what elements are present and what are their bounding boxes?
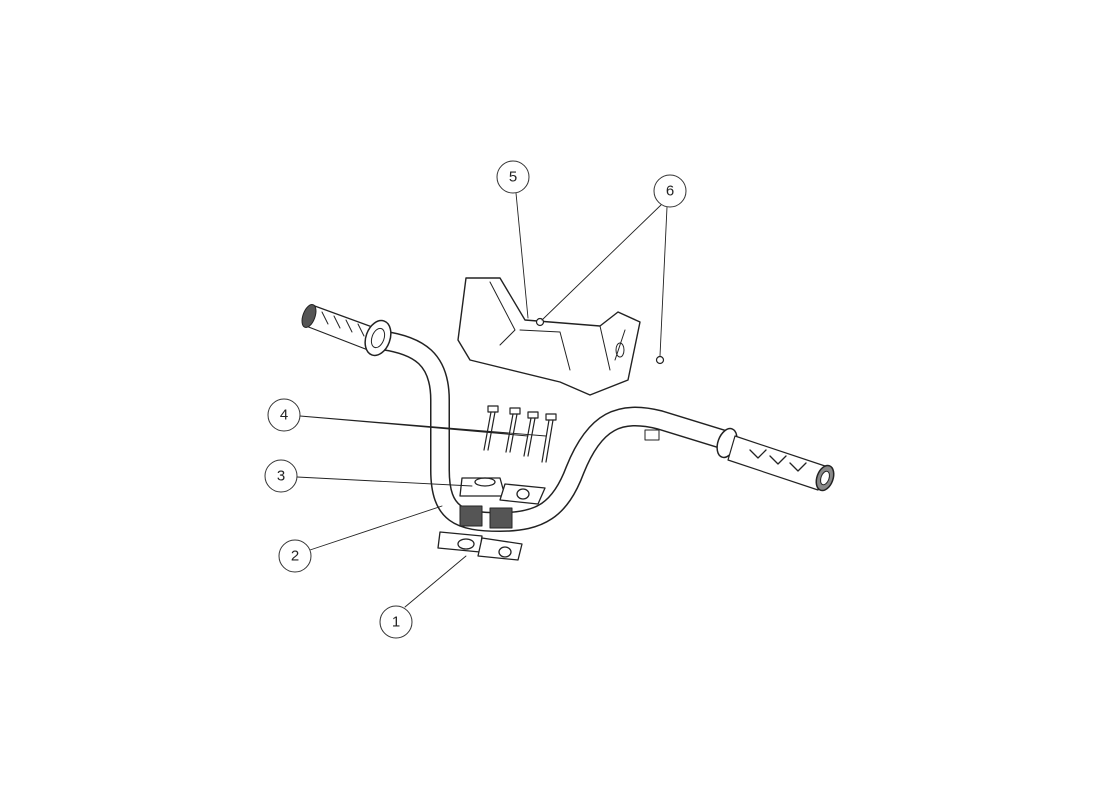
callout-6-label: 6 bbox=[666, 183, 674, 200]
callout-2-label: 2 bbox=[291, 548, 299, 565]
callout-3-label: 3 bbox=[277, 468, 285, 485]
upper-clamp bbox=[459, 477, 546, 505]
callout-4-label: 4 bbox=[280, 407, 288, 424]
callout-labels: 1 2 3 4 5 6 bbox=[264, 160, 687, 639]
leader-lines bbox=[296, 192, 668, 608]
right-grip bbox=[644, 427, 835, 492]
handlebar-cover bbox=[457, 277, 641, 396]
callout-6: 6 bbox=[653, 174, 687, 208]
callout-5: 5 bbox=[496, 160, 530, 194]
callout-5-label: 5 bbox=[509, 169, 517, 186]
callout-2: 2 bbox=[278, 539, 312, 573]
lower-clamp bbox=[437, 531, 523, 561]
bolts bbox=[483, 405, 557, 463]
callout-1-label: 1 bbox=[392, 614, 400, 631]
callout-1: 1 bbox=[379, 605, 413, 639]
screws bbox=[535, 317, 665, 365]
knurled-clamp-area bbox=[459, 505, 513, 529]
callout-3: 3 bbox=[264, 459, 298, 493]
left-grip bbox=[301, 304, 392, 357]
callout-4: 4 bbox=[267, 398, 301, 432]
